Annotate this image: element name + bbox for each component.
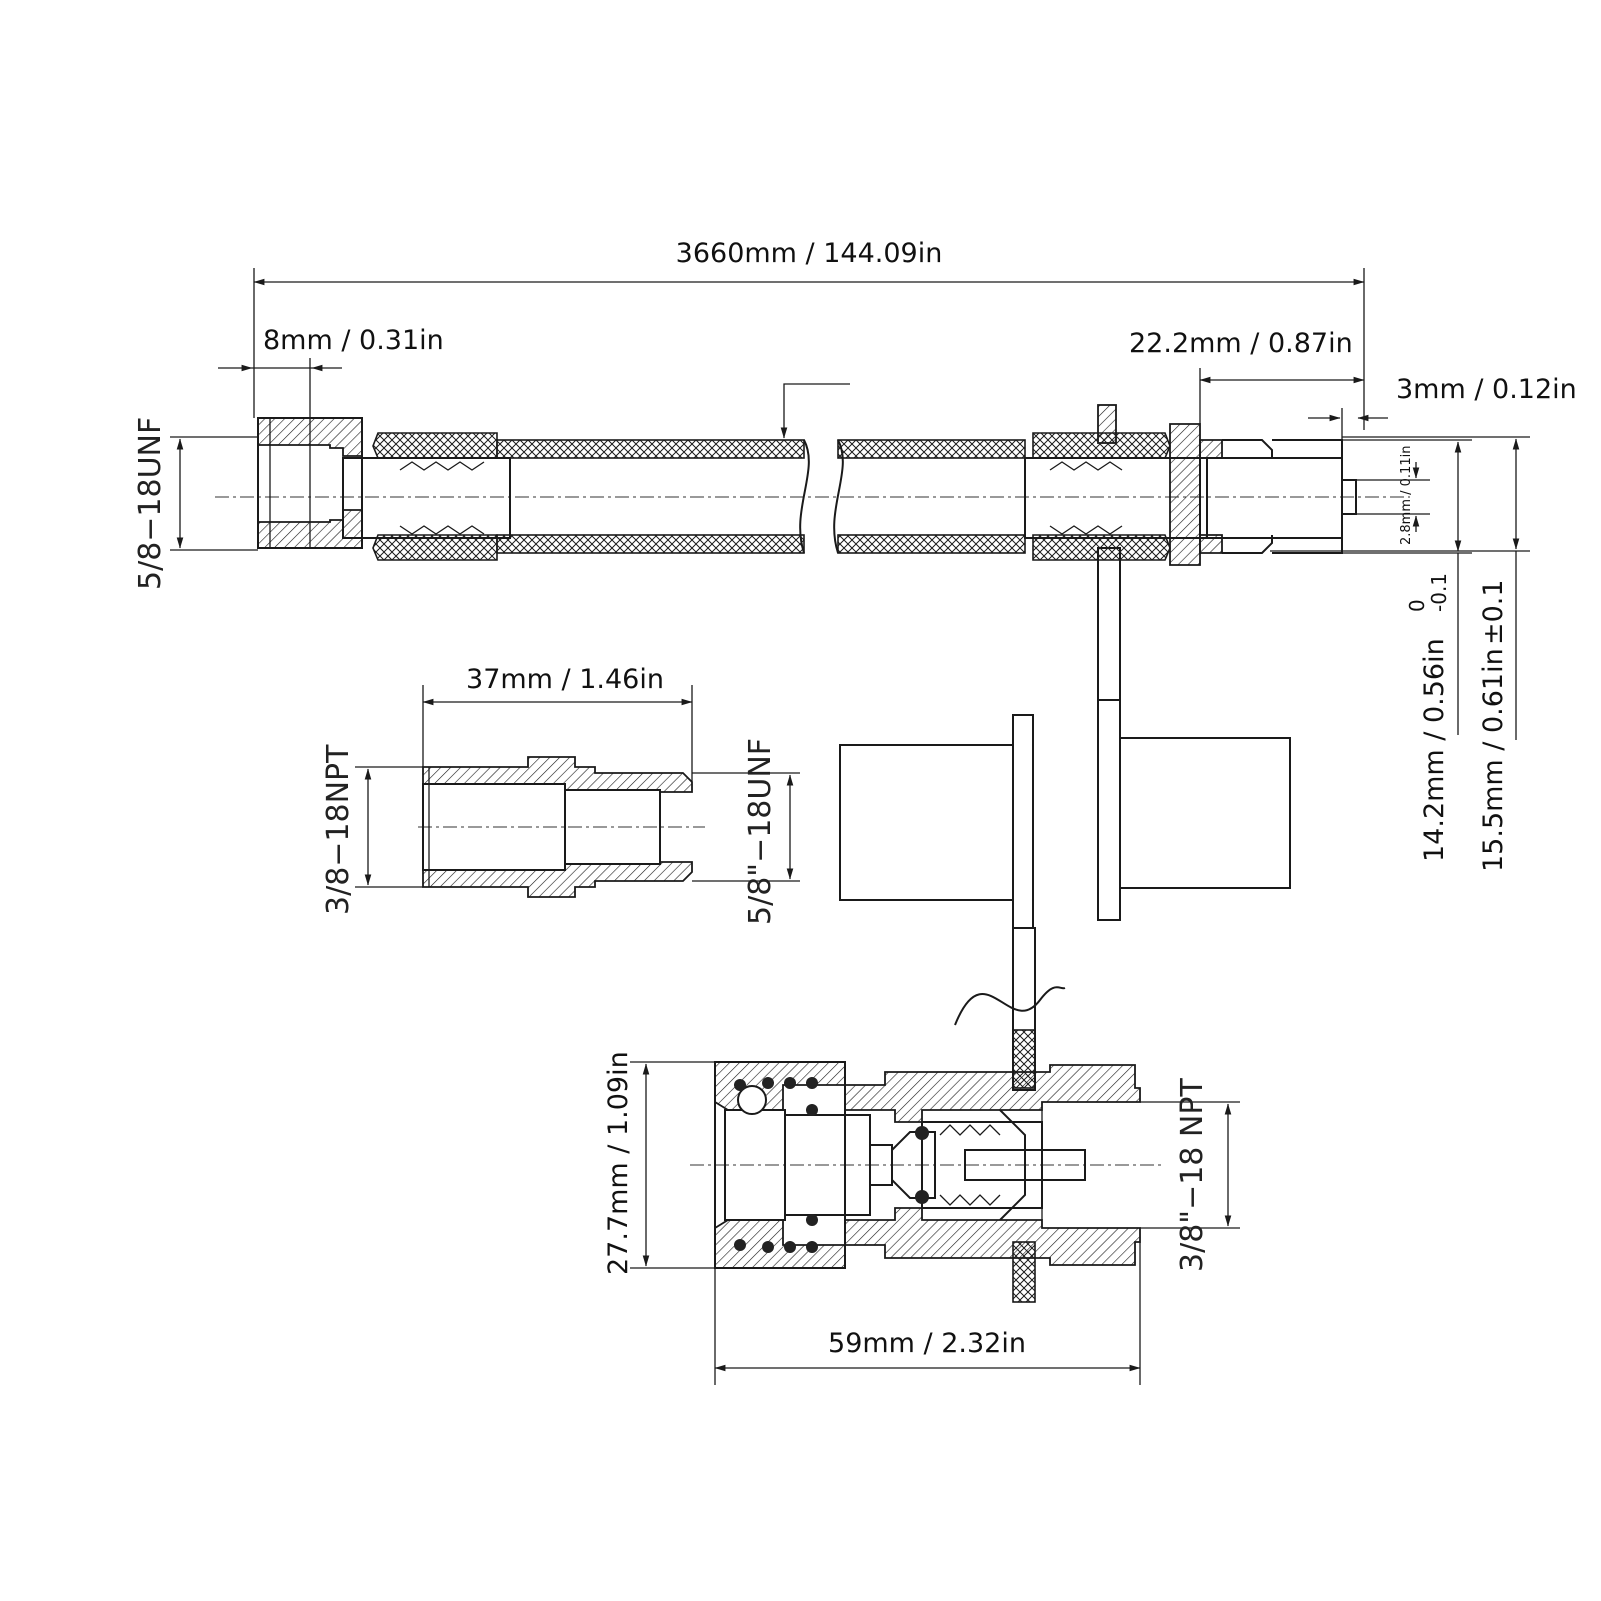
right-fitting	[1169, 423, 1357, 566]
coupler-length-label: 59mm / 2.32in	[828, 1328, 1026, 1359]
coupler	[690, 1029, 1165, 1303]
top-dimensions: 3660mm / 144.09in 8mm / 0.31in 22.2mm / …	[133, 238, 1577, 872]
nut-length-label: 8mm / 0.31in	[263, 325, 444, 356]
adapter	[418, 756, 705, 898]
overall-length-label: 3660mm / 144.09in	[676, 238, 943, 269]
end-length-label: 22.2mm / 0.87in	[1129, 328, 1353, 359]
coupler-thread-label: 3/8"−18 NPT	[1175, 1078, 1210, 1272]
adapter-left-thread-label: 3/8−18NPT	[321, 744, 356, 915]
adapter-length-label: 37mm / 1.46in	[466, 664, 664, 695]
body-tolerance-label: ±0.1	[1478, 579, 1509, 645]
tip-diameter-label: 14.2mm / 0.56in	[1419, 638, 1450, 862]
left-nut	[257, 417, 363, 549]
tip-tolerance-lower: -0.1	[1427, 573, 1451, 612]
adapter-dimensions: 37mm / 1.46in 3/8−18NPT 5/8"−18UNF	[321, 664, 800, 925]
lock-ball	[737, 1085, 767, 1115]
inner-stem	[342, 457, 511, 539]
adapter-right-thread-label: 5/8"−18UNF	[743, 738, 778, 925]
tag-stem	[1097, 547, 1121, 701]
mounting-bracket	[839, 699, 1291, 1091]
tip-length-label: 3mm / 0.12in	[1396, 374, 1577, 405]
braided-hose	[496, 439, 1026, 554]
body-diameter-label: 15.5mm / 0.61in	[1478, 648, 1509, 872]
hose-assembly	[215, 383, 1410, 701]
hose-nut-thread-label: 5/8−18UNF	[133, 417, 168, 590]
tip-tolerance-upper: 0	[1405, 599, 1429, 612]
tip-bore-label: 2.8mm / 0.11in	[1399, 446, 1414, 545]
right-ferrule	[1024, 432, 1208, 561]
coupler-dimensions: 27.7mm / 1.09in 59mm / 2.32in 3/8"−18 NP…	[603, 1051, 1240, 1385]
hose-leader	[780, 383, 850, 439]
coupler-height-label: 27.7mm / 1.09in	[603, 1051, 634, 1275]
tag-top	[1097, 404, 1117, 444]
left-ferrule	[372, 432, 498, 561]
